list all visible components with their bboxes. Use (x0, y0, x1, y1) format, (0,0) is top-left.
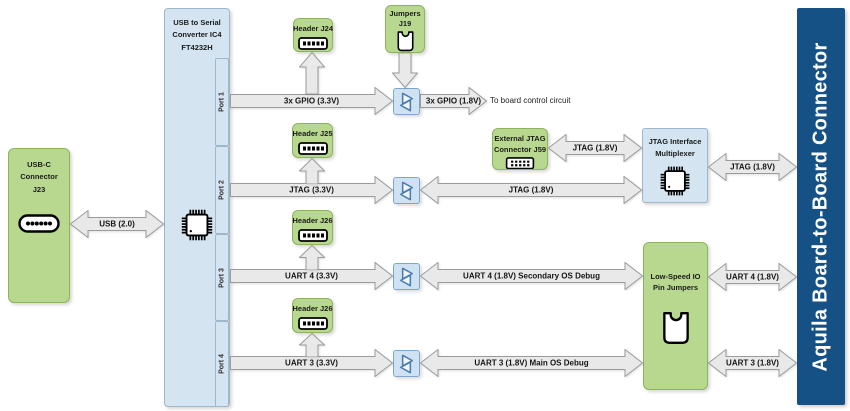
chip-icon (181, 209, 213, 241)
pin-header-icon (297, 317, 328, 331)
arrow-label: UART 3 (3.3V) (285, 358, 338, 368)
arrow-uart3-1v8-bb: UART 3 (1.8V) (708, 349, 797, 377)
arrow-label: UART 3 (1.8V) (726, 358, 779, 368)
level-shifter-icon (399, 181, 414, 200)
chip-icon (660, 166, 690, 196)
board-control-note: To board control circuit (490, 96, 571, 105)
arrow-uart4-3v3: UART 4 (3.3V) (230, 262, 393, 290)
arrow-uart4-1v8-mid: UART 4 (1.8V) Secondary OS Debug (420, 262, 643, 290)
level-shifter-icon (399, 92, 414, 111)
box-header-connector-icon (505, 156, 535, 169)
port-2-label: Port 2 (218, 180, 226, 200)
arrow-label: UART 4 (1.8V) Secondary OS Debug (463, 271, 600, 281)
block-board-to-board-connector: Aquila Board-to-Board Connector (797, 8, 845, 405)
level-shifter-uart3 (393, 350, 420, 377)
arrow-label: 3x GPIO (1.8V) (425, 96, 482, 106)
arrow-jtag-1v8-bb: JTAG (1.8V) (708, 153, 797, 181)
port-3-box: Port 3 (215, 234, 229, 321)
board-to-board-label: Aquila Board-to-Board Connector (809, 41, 832, 372)
arrow-usb: USB (2.0) (70, 210, 164, 238)
level-shifter-icon (399, 354, 414, 373)
arrow-gpio-3v3: 3x GPIO (3.3V) (230, 87, 393, 115)
pin-header-icon (297, 229, 328, 243)
pin-header-icon (298, 37, 328, 51)
block-label: Header J26 (292, 216, 333, 225)
block-label: Header J25 (292, 129, 333, 138)
arrow-label: USB (2.0) (99, 219, 135, 229)
arrow-uart4-1v8-bb: UART 4 (1.8V) (708, 263, 797, 291)
block-label: Low-Speed IO Pin Jumpers (650, 272, 701, 293)
arrow-label: UART 4 (1.8V) (726, 272, 779, 282)
block-jumpers-j19: Jumpers J19 (385, 5, 425, 53)
arrow-label: JTAG (1.8V) (730, 162, 775, 172)
block-label: Header J24 (292, 24, 334, 33)
arrow-uart3-3v3: UART 3 (3.3V) (230, 349, 393, 377)
arrow-label: JTAG (1.8V) (572, 143, 618, 153)
block-label: USB to Serial Converter IC4 FT4232H (172, 18, 222, 52)
block-label: External JTAG Connector J59 (493, 134, 547, 155)
arrow-label: UART 4 (3.3V) (285, 271, 338, 281)
port-4-label: Port 4 (218, 354, 226, 374)
arrow-uart3-1v8-mid: UART 3 (1.8V) Main OS Debug (420, 349, 643, 377)
arrow-to-header-j26-uart3 (299, 333, 325, 357)
block-jtag-mux: JTAG Interface Multiplexer (642, 128, 708, 203)
level-shifter-gpio (393, 88, 420, 115)
block-header-j26-uart4: Header J26 (292, 210, 333, 245)
level-shifter-jtag (393, 177, 420, 204)
level-shifter-uart4 (393, 263, 420, 290)
level-shifter-icon (399, 267, 414, 286)
arrow-to-header-j25 (299, 158, 325, 184)
block-header-j24: Header J24 (293, 18, 333, 52)
pin-header-icon (297, 142, 328, 156)
block-label: JTAG Interface Multiplexer (648, 137, 702, 159)
port-3-label: Port 3 (218, 267, 226, 288)
arrow-to-header-j24 (299, 52, 325, 94)
arrow-jtag-1v8-mid: JTAG (1.8V) (420, 176, 642, 204)
block-low-speed-io-jumpers: Low-Speed IO Pin Jumpers (643, 242, 708, 390)
block-usb-c-connector: USB-C Connector J23 (8, 148, 70, 303)
port-2-box: Port 2 (215, 146, 229, 234)
block-label: USB-C Connector J23 (20, 160, 58, 194)
jumper-shunt-icon (396, 30, 414, 51)
arrow-label: UART 3 (1.8V) Main OS Debug (474, 358, 589, 368)
port-1-label: Port 1 (218, 92, 226, 112)
block-header-j25: Header J25 (292, 123, 333, 158)
usb-c-port-icon (18, 214, 60, 233)
arrow-jtag-3v3: JTAG (3.3V) (230, 176, 393, 204)
arrow-jtag-1v8-j59: JTAG (1.8V) (548, 134, 642, 162)
port-1-box: Port 1 (215, 58, 229, 146)
arrow-to-header-j26-uart4 (299, 245, 325, 270)
jumper-shunt-icon (662, 311, 689, 344)
block-external-jtag-j59: External JTAG Connector J59 (492, 128, 548, 170)
block-label: Jumpers J19 (389, 9, 421, 28)
block-label: Header J26 (292, 304, 333, 313)
arrow-from-jumpers-j19 (392, 53, 418, 88)
port-4-box: Port 4 (215, 321, 229, 407)
block-header-j26-uart3: Header J26 (292, 298, 333, 333)
arrow-label: JTAG (1.8V) (508, 185, 554, 195)
arrow-gpio-1v8: 3x GPIO (1.8V) (420, 87, 487, 115)
arrow-label: 3x GPIO (3.3V) (283, 96, 340, 106)
arrow-label: JTAG (3.3V) (289, 185, 334, 195)
